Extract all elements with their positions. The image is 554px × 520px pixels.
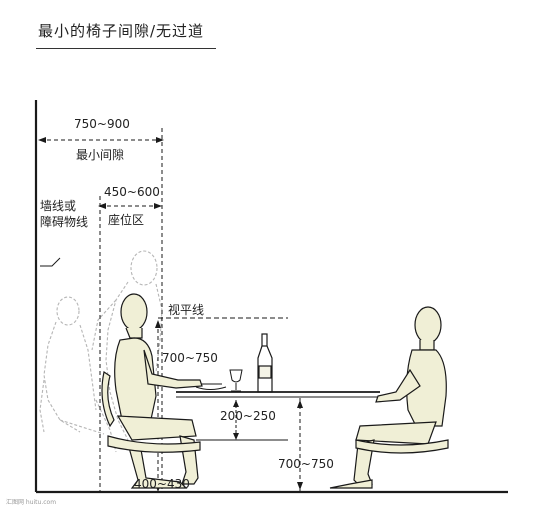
eye-height-label: 700~750	[162, 351, 218, 365]
wine-glass	[229, 369, 243, 392]
wall-hook	[40, 257, 61, 267]
plate	[195, 383, 227, 390]
clearance-name-label: 最小间隙	[76, 148, 125, 162]
wall-line-label: 墙线或 障碍物线	[40, 199, 89, 230]
chair-left	[101, 371, 201, 453]
seat-zone-label: 座位区	[108, 213, 145, 227]
seat-height-label: 400~430	[134, 477, 190, 491]
table-height-label: 700~750	[278, 457, 334, 471]
watermark: 汇图网 huitu.com	[6, 499, 57, 506]
wine-bottle	[257, 333, 273, 393]
sight-line-label: 视平线	[168, 303, 205, 317]
title-underline	[36, 48, 216, 49]
seated-figure-right	[329, 306, 447, 489]
diagram-title: 最小的椅子间隙/无过道	[38, 22, 205, 40]
knee-gap-label: 200~250	[220, 409, 276, 423]
clearance-range-label: 750~900	[74, 117, 130, 131]
ghost-figures	[39, 250, 163, 453]
seat-range-label: 450~600	[104, 185, 160, 199]
chair-right	[355, 439, 449, 454]
seated-figure-left	[114, 293, 203, 489]
